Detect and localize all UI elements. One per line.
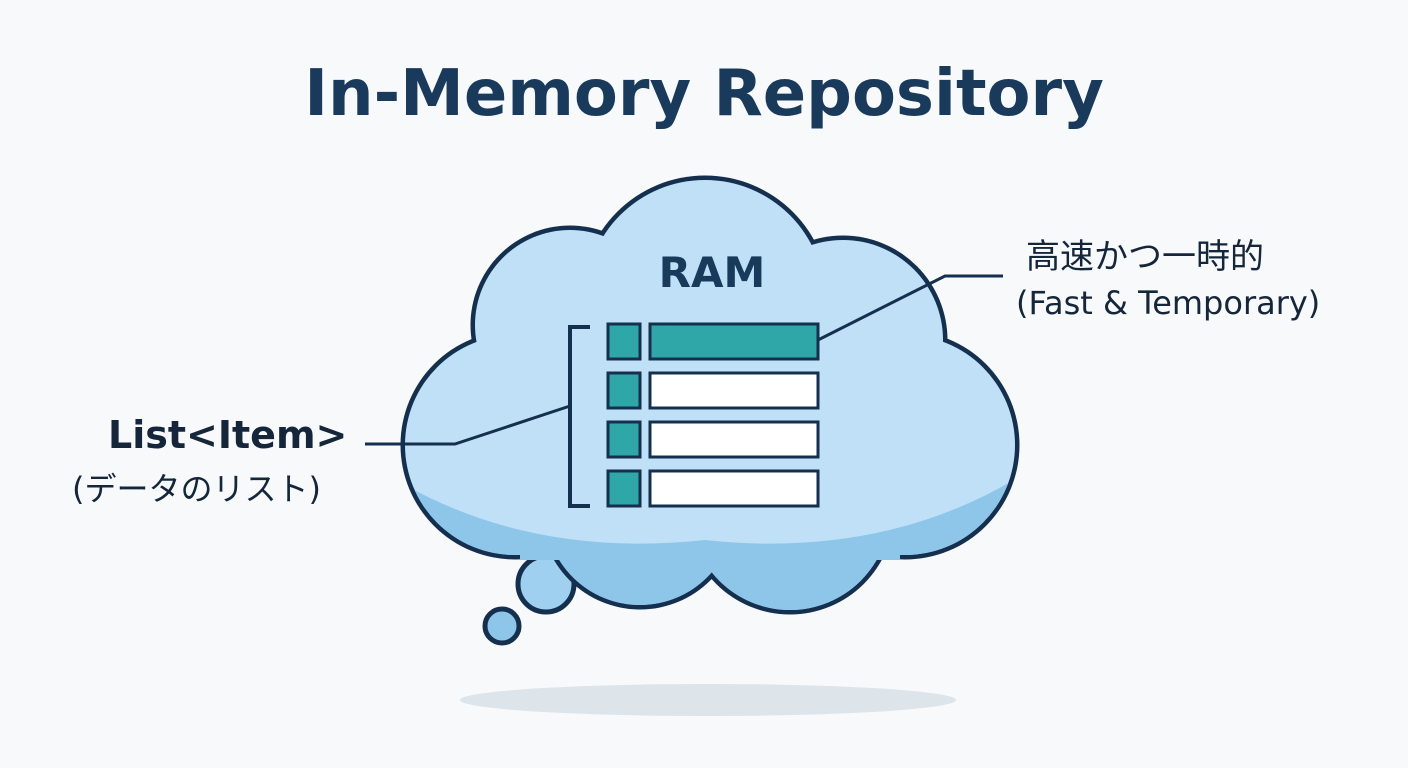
list-item (606, 469, 820, 508)
list-item-key (606, 371, 642, 410)
list-rows (606, 322, 820, 508)
list-callout-type: List<Item> (108, 413, 347, 457)
list-callout-japanese: (データのリスト) (72, 470, 321, 508)
list-item-value (648, 420, 820, 459)
list-item-value-highlighted (648, 322, 820, 361)
list-item (606, 371, 820, 410)
thought-bubble-small (482, 606, 522, 646)
list-connector-line (365, 404, 571, 446)
list-bracket (568, 325, 590, 508)
list-item-key (606, 469, 642, 508)
fast-connector-line (817, 274, 1003, 342)
ram-label: RAM (659, 248, 766, 297)
list-item (606, 420, 820, 459)
list-item-value (648, 469, 820, 508)
list-item (606, 322, 820, 361)
diagram-title: In-Memory Repository (304, 57, 1104, 131)
fast-callout-english: (Fast & Temporary) (1016, 284, 1320, 322)
ground-shadow (460, 684, 956, 716)
list-item-value (648, 371, 820, 410)
fast-callout-japanese: 高速かつ一時的 (1026, 237, 1264, 277)
list-item-key (606, 420, 642, 459)
list-item-key (606, 322, 642, 361)
